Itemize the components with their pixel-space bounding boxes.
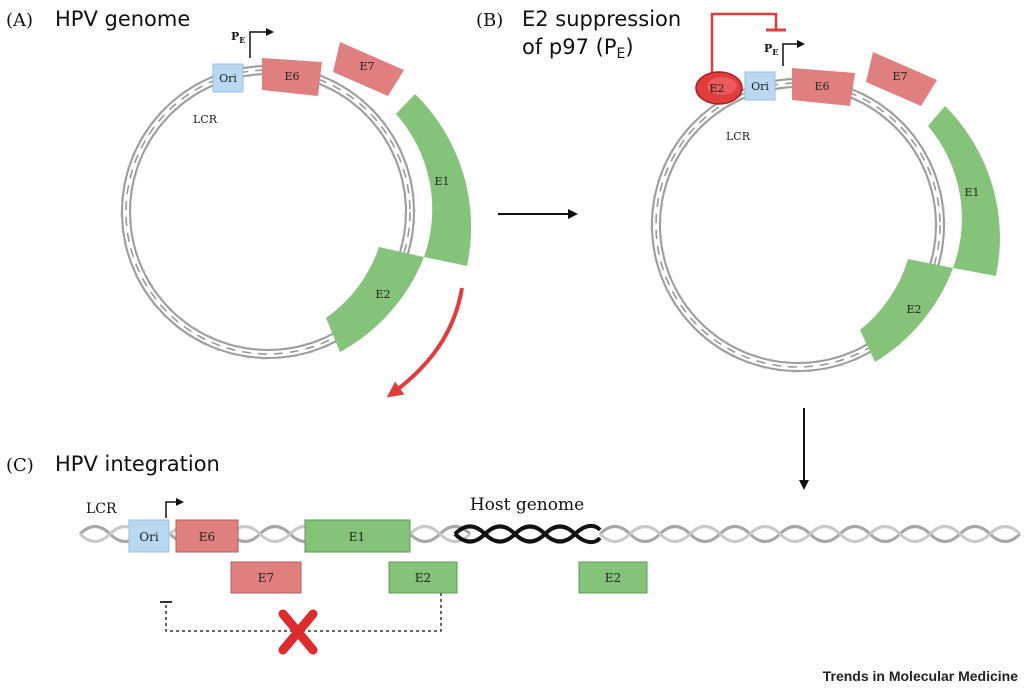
journal-footer: Trends in Molecular Medicine — [823, 668, 1018, 684]
panel-b-gene-e6-label: E6 — [814, 80, 829, 93]
panel-c-promoter-arrow — [165, 498, 184, 518]
panel-a-gene-e2-label: E2 — [375, 288, 390, 301]
panel-c-ori-box — [128, 519, 170, 553]
panel-a-lcr-label: LCR — [193, 113, 218, 126]
blocked-x-icon — [278, 609, 318, 655]
panel-a-gene-e2 — [326, 247, 424, 352]
panel-b-title-line1: E2 suppression — [522, 7, 681, 31]
panel-a-promoter: PE — [231, 28, 274, 58]
panel-a-gene-e1 — [396, 94, 472, 266]
panel-c-gene-e6-label: E6 — [199, 530, 215, 544]
panel-b: (B) E2 suppression of p97 (PE) E2 Ori PE… — [476, 7, 1000, 373]
panel-c-gene-e7 — [230, 561, 302, 594]
panel-a-letter: (A) — [6, 10, 33, 31]
panel-c-gene-e7-label: E7 — [258, 571, 274, 585]
panel-a-gene-e7 — [333, 42, 404, 96]
panel-b-title-line2: of p97 (PE) — [522, 35, 634, 62]
panel-a-ori-label: Ori — [219, 72, 237, 85]
panel-a-gene-e7-label: E7 — [359, 60, 374, 73]
panel-c-gene-e2-host — [578, 561, 648, 594]
panel-c-gene-e2-viral — [388, 561, 458, 594]
panel-c-gene-e1 — [304, 519, 411, 553]
svg-text:PE: PE — [231, 30, 245, 45]
panel-c-gene-e2-viral-label: E2 — [415, 571, 431, 585]
panel-a-gene-e6 — [262, 58, 322, 96]
panel-c-title: HPV integration — [55, 452, 220, 476]
panel-b-gene-e2-label: E2 — [906, 303, 921, 316]
panel-b-gene-e6 — [792, 68, 855, 106]
panel-b-gene-e2 — [860, 259, 953, 362]
panel-a-title: HPV genome — [55, 7, 190, 31]
panel-c-gene-e1-label: E1 — [349, 530, 365, 544]
panel-a-transcription-arrow — [386, 287, 464, 398]
panel-c-host-genome-helix — [453, 523, 602, 545]
panel-b-ori-box — [744, 71, 776, 101]
panel-c-host-dna-grey — [598, 525, 1022, 543]
panel-c-gene-e6 — [175, 519, 239, 553]
panel-b-letter: (B) — [476, 10, 503, 31]
panel-b-gene-e1-label: E1 — [964, 186, 979, 199]
panel-a-ori-box — [212, 63, 244, 93]
panel-a: (A) HPV genome Ori PE E6 E7 E1 E2 LCR — [6, 7, 472, 398]
panel-b-ori-label: Ori — [751, 80, 769, 93]
panel-b-repression-line — [710, 12, 778, 78]
panel-c-ori-label: Ori — [139, 530, 159, 544]
panel-a-gene-e1-label: E1 — [434, 175, 449, 188]
panel-a-gene-e6-label: E6 — [284, 70, 299, 83]
panel-c-lcr-label: LCR — [86, 501, 117, 517]
panel-b-gene-e1 — [928, 106, 1000, 276]
panel-b-e2-repressor-label: E2 — [709, 82, 724, 95]
panel-b-gene-e7-label: E7 — [892, 70, 907, 83]
panel-c-host-genome-label: Host genome — [470, 495, 584, 515]
panel-b-lcr-label: LCR — [726, 130, 751, 143]
panel-b-promoter: PE — [764, 40, 805, 66]
panel-c-letter: (C) — [6, 455, 34, 476]
panel-c-gene-e2-host-label: E2 — [605, 571, 621, 585]
panel-c: (C) HPV integration Host genome LCR Ori … — [6, 452, 1022, 655]
svg-text:PE: PE — [764, 42, 778, 57]
panel-b-gene-e7 — [866, 52, 937, 106]
